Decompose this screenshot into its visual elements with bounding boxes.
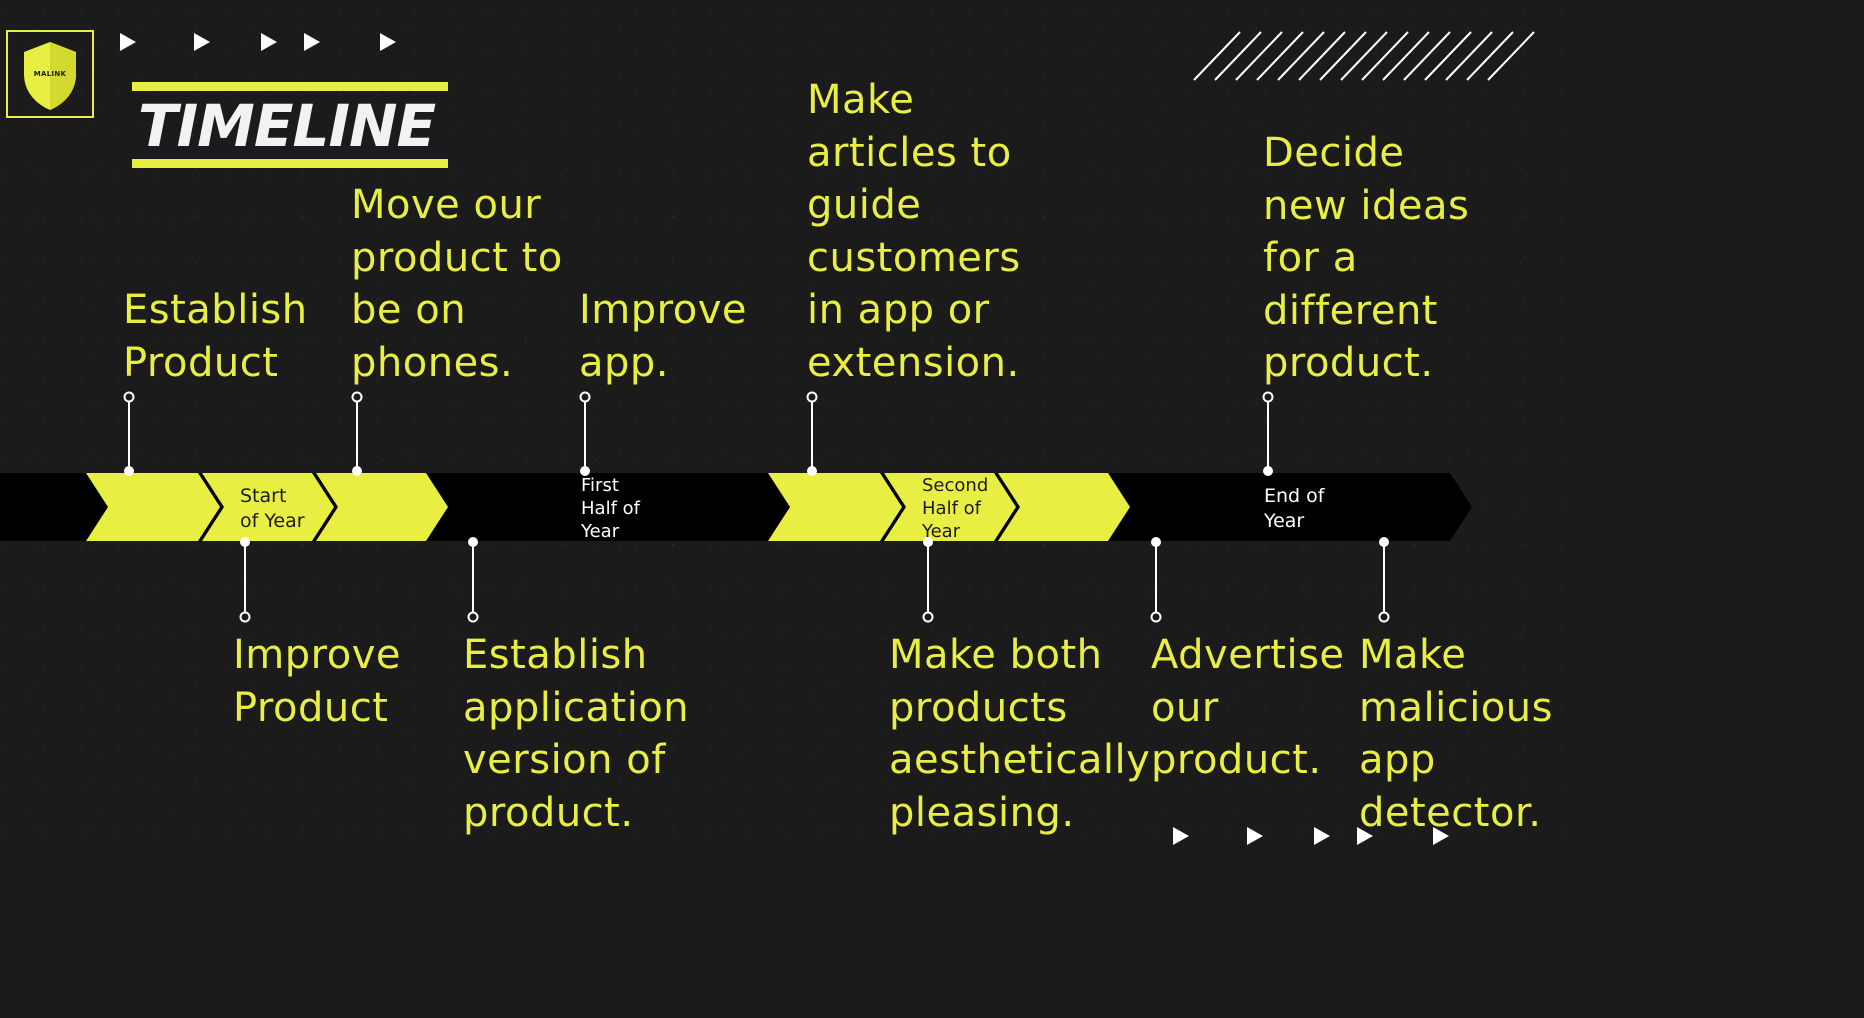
shield-icon (24, 42, 76, 110)
event-decide-new-ideas: Decide new ideas for a different product… (1263, 130, 1470, 386)
event-malicious-app-detector: Make malicious app detector. (1359, 632, 1553, 836)
event-move-to-phones: Move our product to be on phones. (351, 182, 563, 386)
play-icon (261, 33, 277, 51)
timeline-dot (352, 466, 362, 476)
connector-dot (579, 391, 591, 403)
period-label-start-of-year: Start of Year (240, 485, 305, 532)
page-title: TIMELINE (138, 92, 436, 160)
chevron-segment (202, 473, 334, 541)
connector-dot (351, 391, 363, 403)
event-establish-application: Establish application version of product… (463, 632, 690, 836)
period-label-first-half: First Half of Year (581, 475, 640, 542)
play-icon (1314, 827, 1330, 845)
logo-text: MALINK (33, 70, 67, 78)
event-improve-product: Improve Product (233, 632, 401, 731)
title-bar-top (132, 82, 448, 91)
timeline-dot (1379, 537, 1389, 547)
connector-dot (806, 391, 818, 403)
connector-dot (922, 611, 934, 623)
chevron-segment (768, 473, 902, 541)
play-icon (1173, 827, 1189, 845)
connector-dot (1262, 391, 1274, 403)
play-icon (194, 33, 210, 51)
play-icon (380, 33, 396, 51)
event-establish-product: Establish Product (123, 287, 308, 386)
play-icon (304, 33, 320, 51)
connector-dot (123, 391, 135, 403)
timeline-dot (1263, 466, 1273, 476)
period-label-end-of-year: End of Year (1264, 485, 1325, 532)
diagonal-stripes-decoration (1193, 31, 1535, 81)
timeline-dot (580, 466, 590, 476)
play-icon (1247, 827, 1263, 845)
connector-dot (1150, 611, 1162, 623)
event-make-articles: Make articles to guide customers in app … (807, 77, 1021, 386)
title-bar-bottom (132, 159, 448, 168)
play-icon (1433, 827, 1449, 845)
logo: MALINK (6, 30, 94, 118)
play-icon (1357, 827, 1373, 845)
event-advertise-product: Advertise our product. (1151, 632, 1345, 783)
play-arrows-decoration-bottom (1173, 827, 1449, 845)
period-label-second-half: Second Half of Year (922, 475, 989, 542)
timeline-dot (923, 537, 933, 547)
connector-dot (239, 611, 251, 623)
event-improve-app: Improve app. (579, 287, 747, 386)
connector-dot (1378, 611, 1390, 623)
timeline-dot (807, 466, 817, 476)
timeline-dot (124, 466, 134, 476)
chevron-segment (884, 473, 1016, 541)
timeline-dot (1151, 537, 1161, 547)
chevron-segment (998, 473, 1130, 541)
event-aesthetically-pleasing: Make both products aesthetically pleasin… (889, 632, 1151, 836)
play-icon (120, 33, 136, 51)
timeline-dot (240, 537, 250, 547)
timeline-dot (468, 537, 478, 547)
timeline-diagram (0, 391, 1472, 623)
title-block: TIMELINE (132, 82, 448, 168)
play-arrows-decoration-top (120, 33, 396, 51)
chevron-segment (86, 473, 220, 541)
connector-dot (467, 611, 479, 623)
chevron-segment (316, 473, 448, 541)
